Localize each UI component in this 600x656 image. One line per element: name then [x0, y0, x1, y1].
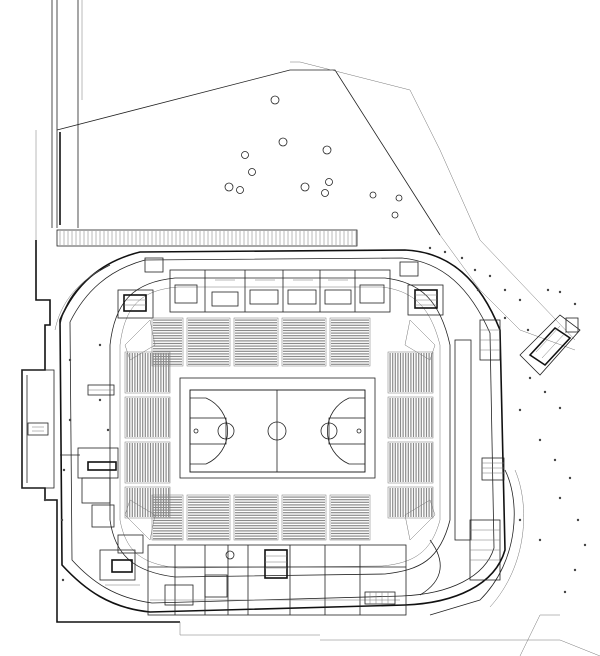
- south-east-ramp: [364, 469, 524, 616]
- north-terrace-steps: [56, 229, 358, 247]
- south-seat-block: [281, 494, 327, 541]
- east-pavilion: [519, 314, 581, 376]
- north-seat-block: [233, 317, 279, 367]
- concourse-ring: [109, 277, 451, 578]
- south-seat-block: [186, 494, 231, 541]
- south-west-rooms: [99, 534, 144, 586]
- west-seat-block: [124, 486, 171, 519]
- south-seat-block: [233, 494, 279, 541]
- north-east-stair: [407, 284, 444, 316]
- building-perimeter: [59, 249, 506, 613]
- upper-plaza: [35, 61, 576, 351]
- site-dots: [43, 246, 587, 594]
- north-west-strip: [51, 0, 83, 228]
- north-rooms: [144, 257, 419, 313]
- west-seat-block: [124, 441, 171, 484]
- south-seat-block: [151, 494, 184, 541]
- west-seat-block: [124, 396, 171, 439]
- east-wing: [419, 319, 505, 596]
- south-stand: [151, 494, 371, 541]
- north-seat-block: [281, 317, 327, 367]
- plaza-trees: [224, 95, 403, 219]
- west-seat-block: [124, 351, 171, 394]
- east-stand: [387, 351, 434, 519]
- north-stand: [151, 317, 371, 367]
- site-boundary: [21, 240, 600, 656]
- north-seat-block: [186, 317, 231, 367]
- east-seat-block: [387, 486, 434, 519]
- basketball-court: [179, 377, 376, 479]
- west-wing: [27, 384, 119, 528]
- east-seat-block: [387, 396, 434, 439]
- south-seat-block: [329, 494, 371, 541]
- east-seat-block: [387, 351, 434, 394]
- north-seat-block: [329, 317, 371, 367]
- west-stand: [124, 351, 171, 519]
- corner-stands: [124, 319, 436, 541]
- east-seat-block: [387, 441, 434, 484]
- south-rooms: [147, 544, 407, 616]
- west-arc-walkway: [54, 264, 111, 331]
- north-seat-block: [151, 317, 184, 367]
- north-west-stair: [117, 289, 154, 319]
